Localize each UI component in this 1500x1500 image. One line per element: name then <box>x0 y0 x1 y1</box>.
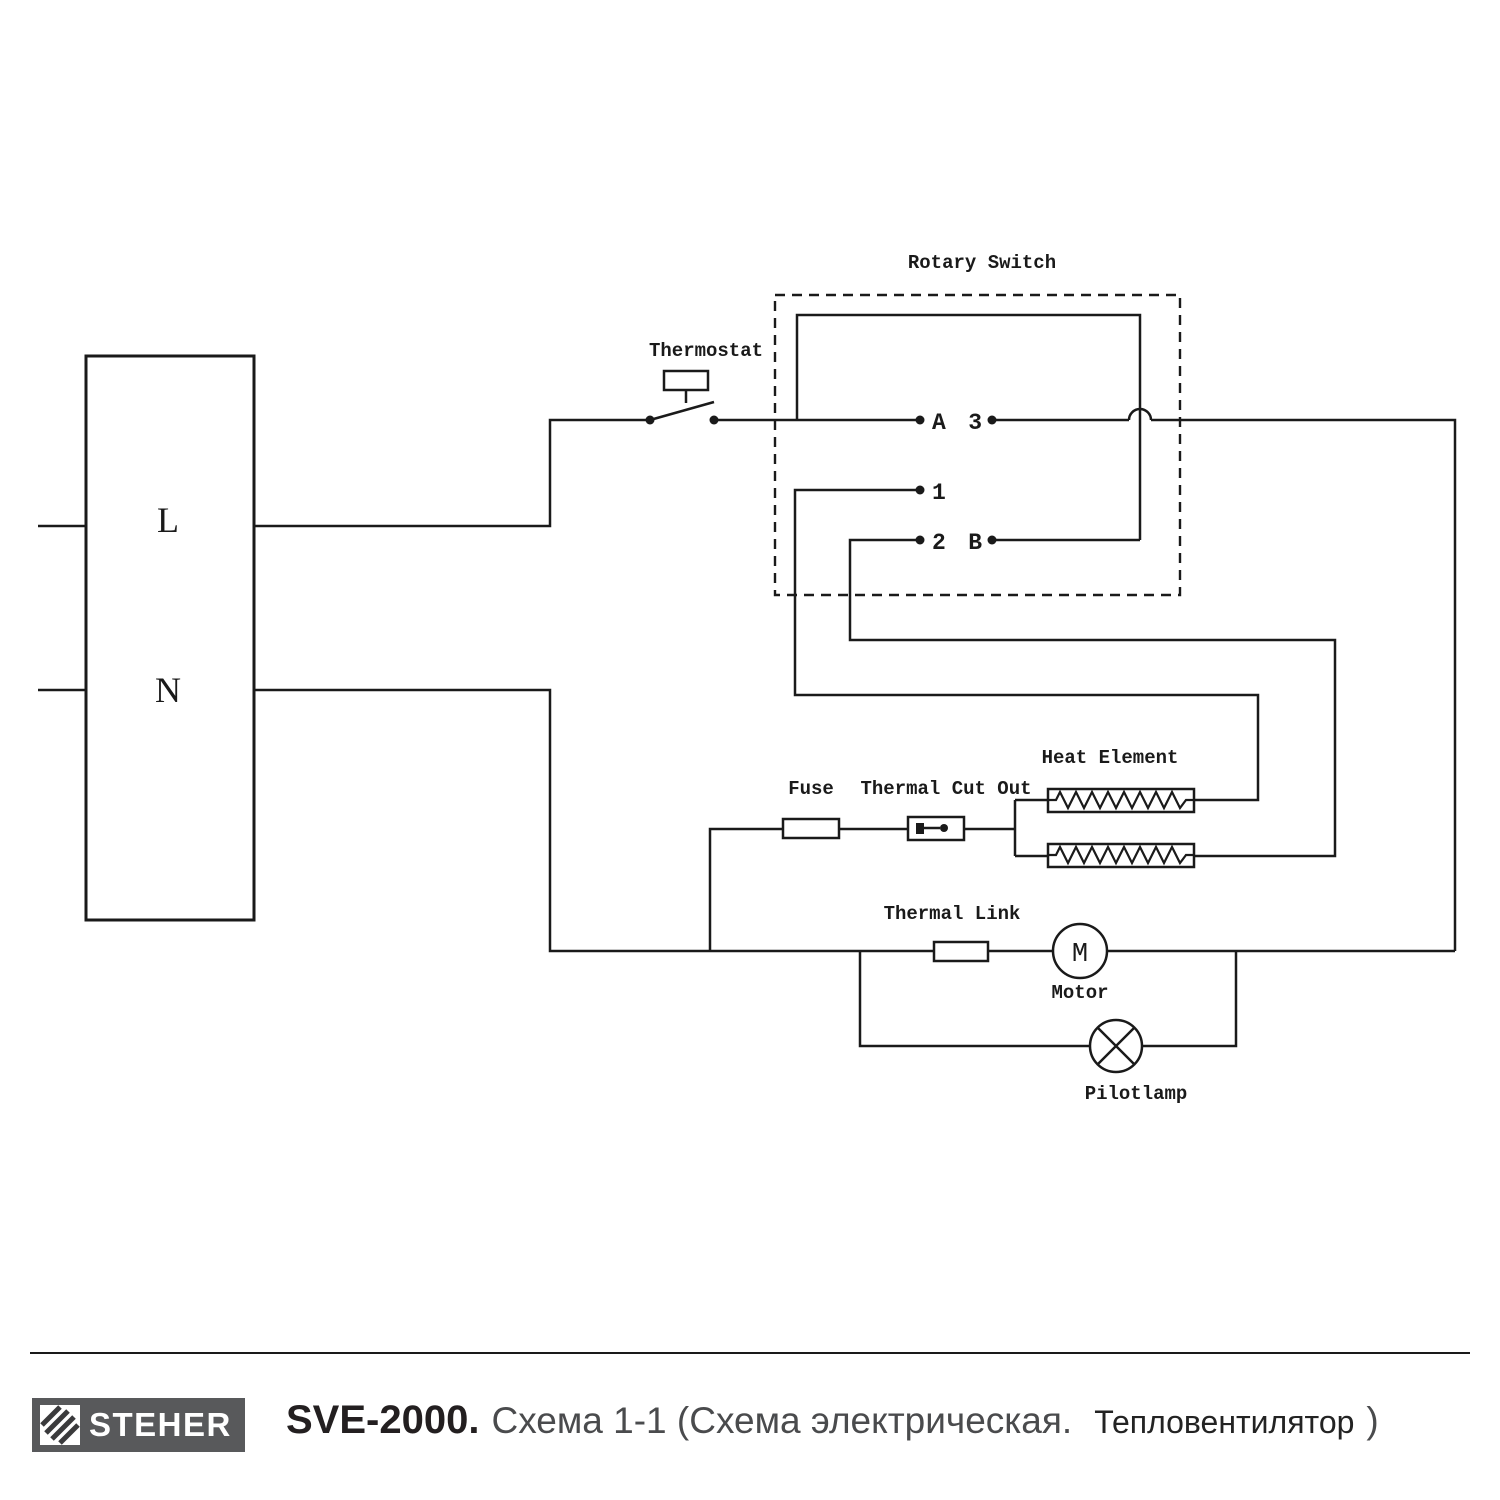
heat-element-top-resistor <box>1048 789 1194 811</box>
footer-divider <box>30 1352 1470 1354</box>
heat-element-label: Heat Element <box>1042 747 1179 769</box>
model-number: SVE-2000. <box>286 1398 480 1442</box>
heater-split-wire <box>1013 798 1048 858</box>
rotary-switch: Rotary Switch A 3 1 2 B <box>773 252 1182 597</box>
pilotlamp-branch-wire <box>858 951 1238 1048</box>
thermostat-label: Thermostat <box>649 340 763 362</box>
brand-name: STEHER <box>89 1406 232 1443</box>
terminal-l-label: L <box>157 500 179 540</box>
fuse: Fuse <box>781 778 841 840</box>
right-rail-wire <box>1151 418 1457 951</box>
thermal-cut-out: Thermal Cut Out <box>860 778 1032 842</box>
thermostat-switch-blade <box>649 400 715 422</box>
thermal-link: Thermal Link <box>884 903 1021 963</box>
motor: M Motor <box>1051 922 1109 1004</box>
heat-element-bottom-resistor <box>1048 844 1194 866</box>
live-wire <box>254 418 650 528</box>
rotary-switch-outline <box>773 293 1182 597</box>
motor-label: Motor <box>1051 982 1108 1004</box>
contact-a-dot <box>915 415 925 425</box>
thermal-link-label: Thermal Link <box>884 903 1021 925</box>
pilotlamp: Pilotlamp <box>1085 1018 1188 1105</box>
cutout-contact-dot <box>940 824 948 832</box>
wire-contact2-heater <box>848 538 1337 858</box>
contact-3-dot <box>987 415 997 425</box>
product-name: Тепловентилятор <box>1094 1404 1355 1440</box>
contact-3-label: 3 <box>968 410 982 436</box>
fuse-branch-wire <box>708 827 1015 951</box>
terminal-n-label: N <box>155 670 181 710</box>
caption-text: Схема 1-1 (Схема электрическая. <box>491 1400 1073 1441</box>
wire-contact1-heater <box>793 488 1260 802</box>
contact-b-dot <box>987 535 997 545</box>
contact-b-label: B <box>968 530 982 556</box>
neutral-bottom-rail <box>254 688 1455 953</box>
thermostat-body <box>662 369 710 392</box>
fuse-label: Fuse <box>788 778 834 800</box>
contact-2-label: 2 <box>932 530 946 556</box>
pilotlamp-cross <box>1097 1027 1135 1065</box>
heat-element: Heat Element <box>1042 747 1196 869</box>
rotary-internal-link <box>795 313 1142 542</box>
contact-a-label: A <box>932 410 946 436</box>
motor-body <box>1051 922 1109 980</box>
pilotlamp-label: Pilotlamp <box>1085 1083 1188 1105</box>
thermal-link-body <box>932 940 990 963</box>
contact-1-label: 1 <box>932 480 946 506</box>
caption-close-paren: ) <box>1366 1400 1379 1441</box>
wiring <box>254 407 1457 1048</box>
steher-logo: STEHER <box>32 1398 245 1452</box>
thermal-cut-out-label: Thermal Cut Out <box>860 778 1031 800</box>
footer-caption: SVE-2000. Схема 1-1 (Схема электрическая… <box>286 1398 1379 1452</box>
contact-2-dot <box>915 535 925 545</box>
switch-contact-dot <box>709 415 719 425</box>
contact-1-dot <box>915 485 925 495</box>
thermostat: Thermostat <box>645 340 763 425</box>
cutout-element <box>916 823 924 834</box>
motor-symbol: M <box>1072 940 1088 970</box>
rotary-switch-label: Rotary Switch <box>908 252 1056 274</box>
power-input-block: L N <box>38 354 256 922</box>
power-block-outline <box>84 354 256 922</box>
fuse-body <box>781 817 841 840</box>
switch-contact-dot <box>645 415 655 425</box>
steher-logo-icon <box>40 1405 80 1445</box>
